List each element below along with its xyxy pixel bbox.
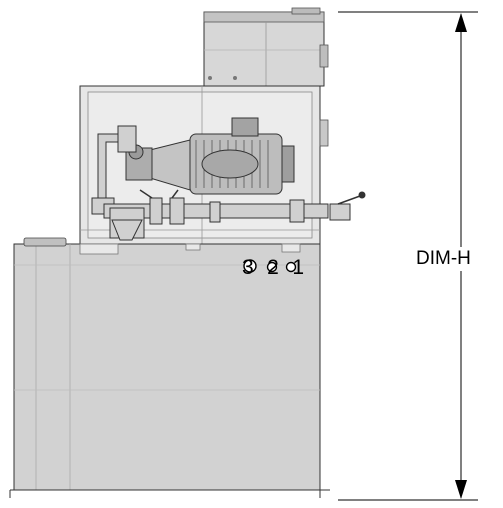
port-label: 2 xyxy=(267,256,279,279)
port-3-circle xyxy=(243,259,257,273)
dimension-arrow-top xyxy=(455,13,467,32)
port-label: 3 xyxy=(242,256,254,279)
electrical-box xyxy=(203,7,329,87)
piping xyxy=(91,125,366,241)
dimension-label: DIM-H xyxy=(414,247,473,271)
dimension-arrow-bottom xyxy=(455,480,467,499)
port-2-circle xyxy=(266,261,278,273)
port-label: 1 xyxy=(292,256,304,279)
port-labels: 3 2 1 xyxy=(242,256,304,280)
reservoir-tank xyxy=(9,237,330,498)
motor-pump-assembly xyxy=(125,117,295,195)
port-circles xyxy=(243,259,297,273)
port-1-circle xyxy=(285,261,297,273)
dimension-line xyxy=(338,11,478,501)
